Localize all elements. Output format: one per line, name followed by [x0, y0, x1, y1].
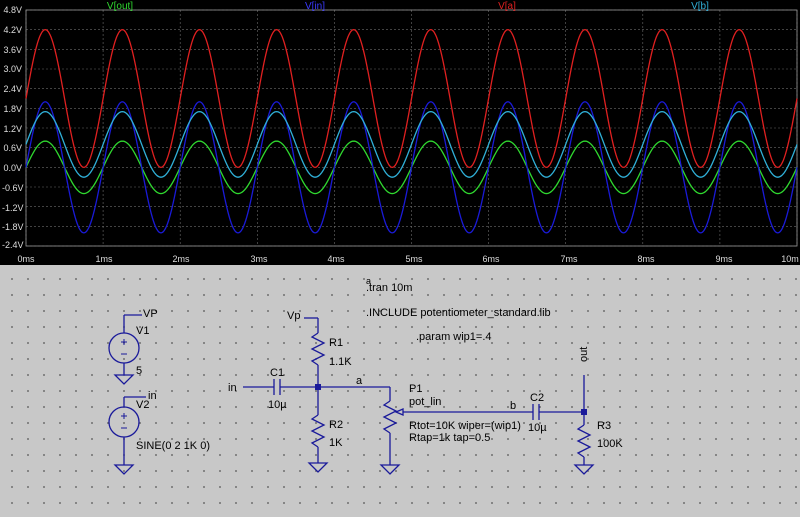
vp-net-label[interactable]: VP	[143, 308, 158, 320]
r1-symbol[interactable]	[310, 332, 326, 366]
c2-symbol[interactable]	[532, 404, 540, 420]
y-tick-label: -2.4V	[2, 240, 24, 250]
c2-value[interactable]: 10µ	[528, 422, 547, 434]
p1-name[interactable]: P1	[409, 383, 423, 395]
schematic-editor[interactable]: a .tran 10m .INCLUDE potentiometer_stand…	[0, 265, 800, 517]
param-directive[interactable]: .param wip1=.4	[416, 331, 492, 343]
plot-frame	[25, 9, 798, 247]
v1-value[interactable]: 5	[136, 365, 143, 377]
tran-cursor-label: a	[366, 276, 372, 286]
v2-value[interactable]: SINE(0 2 1K 0)	[136, 440, 210, 452]
tran-directive[interactable]: .tran 10m	[366, 282, 413, 294]
p1-model[interactable]: pot_lin	[409, 396, 442, 408]
trace-label-vout[interactable]: V[out]	[106, 1, 134, 12]
x-tick-label: 0ms	[17, 254, 35, 264]
r3-name[interactable]: R3	[597, 420, 612, 432]
b-net-label[interactable]: b	[510, 400, 517, 412]
waveform-plot[interactable]	[0, 0, 800, 265]
y-tick-label: 1.2V	[3, 124, 22, 134]
v1-name[interactable]: V1	[136, 325, 150, 337]
r2-name[interactable]: R2	[329, 419, 344, 431]
r2-value[interactable]: 1K	[329, 437, 343, 449]
trace-label-vin[interactable]: V[in]	[304, 1, 326, 12]
plot-grid	[25, 9, 798, 247]
r1-value[interactable]: 1.1K	[329, 356, 352, 368]
c1-value[interactable]: 10µ	[268, 399, 287, 411]
p1-symbol[interactable]	[382, 400, 398, 434]
y-tick-label: -0.6V	[2, 183, 24, 193]
r1-name[interactable]: R1	[329, 337, 344, 349]
c1-name[interactable]: C1	[270, 367, 285, 379]
x-tick-label: 3ms	[250, 254, 268, 264]
schematic-wiring[interactable]	[0, 265, 800, 517]
waveform-plot-pane[interactable]: V[out] V[in] V[a] V[b] 4.8V 4.2V 3.6V 3.…	[0, 0, 800, 265]
r2-symbol[interactable]	[310, 414, 326, 448]
x-tick-label: 1ms	[95, 254, 113, 264]
trace-vb[interactable]	[25, 110, 798, 178]
a-net-label[interactable]: a	[356, 375, 363, 387]
y-tick-label: 4.8V	[3, 5, 22, 15]
y-tick-label: 0.0V	[3, 163, 22, 173]
c2-name[interactable]: C2	[530, 392, 545, 404]
x-tick-label: 8ms	[637, 254, 655, 264]
x-tick-label: 7ms	[560, 254, 578, 264]
junction-dot	[581, 409, 587, 415]
r3-symbol[interactable]	[576, 424, 592, 458]
in-net-label-v2[interactable]: in	[148, 390, 157, 402]
p1-params-line1[interactable]: Rtot=10K wiper=(wip1)	[409, 420, 521, 432]
y-tick-label: 3.6V	[3, 45, 22, 55]
y-tick-label: -1.2V	[2, 203, 24, 213]
trace-label-va[interactable]: V[a]	[498, 1, 516, 12]
p1-params-line2[interactable]: Rtap=1k tap=0.5	[409, 432, 491, 444]
x-tick-label: 9ms	[715, 254, 733, 264]
y-tick-label: -1.8V	[2, 222, 24, 232]
trace-va[interactable]	[25, 29, 798, 168]
x-tick-label: 5ms	[405, 254, 423, 264]
include-directive[interactable]: .INCLUDE potentiometer_standard.lib	[366, 307, 551, 319]
v1-symbol[interactable]	[108, 314, 142, 385]
in-net-label[interactable]: in	[228, 382, 237, 394]
y-tick-label: 2.4V	[3, 84, 22, 94]
y-tick-label: 1.8V	[3, 104, 22, 114]
junction-dot	[315, 384, 321, 390]
x-tick-label: 2ms	[172, 254, 190, 264]
y-tick-label: 3.0V	[3, 64, 22, 74]
c1-symbol[interactable]	[273, 379, 281, 395]
vp-net-label-r1[interactable]: Vp	[287, 310, 301, 322]
x-tick-label: 6ms	[482, 254, 500, 264]
trace-vin[interactable]	[25, 101, 798, 234]
trace-label-vb[interactable]: V[b]	[691, 1, 709, 12]
y-tick-label: 4.2V	[3, 25, 22, 35]
x-tick-label: 4ms	[327, 254, 345, 264]
y-tick-label: 0.6V	[3, 143, 22, 153]
v2-name[interactable]: V2	[136, 399, 150, 411]
v2-symbol[interactable]	[108, 396, 146, 475]
r3-value[interactable]: 100K	[597, 438, 623, 450]
x-tick-label: 10m	[781, 254, 799, 264]
out-net-label[interactable]: out	[578, 346, 590, 362]
